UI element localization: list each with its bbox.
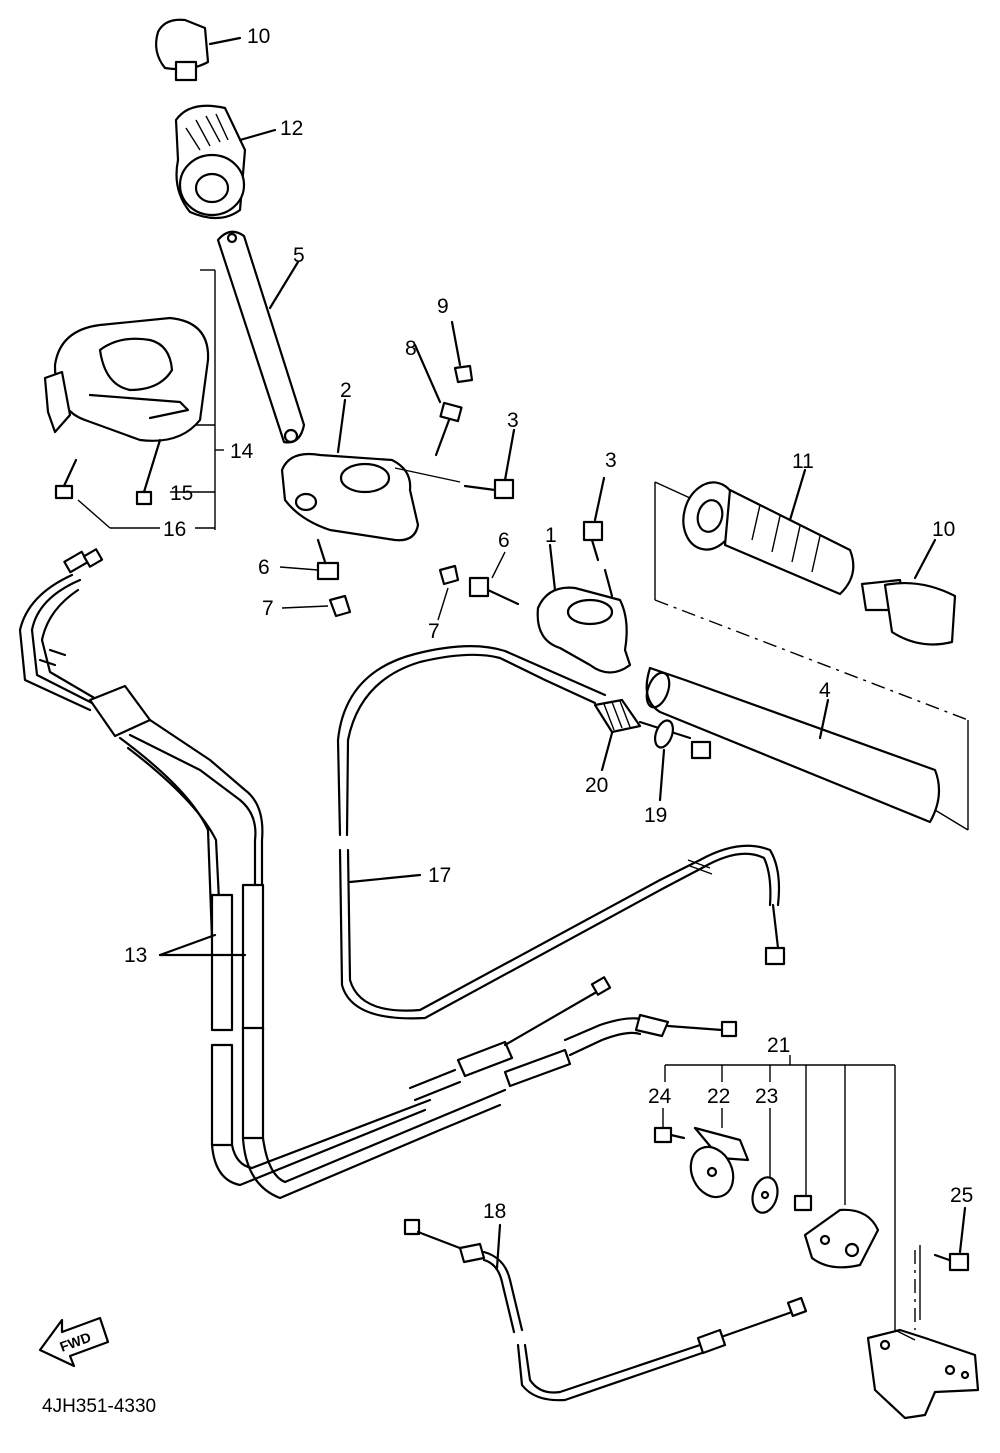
bracket-plate xyxy=(793,1194,880,1269)
cam-22 xyxy=(689,1108,750,1199)
label-part-22: 22 xyxy=(707,1085,730,1108)
label-part-13: 13 xyxy=(124,944,147,967)
screw-24 xyxy=(653,1108,686,1144)
label-part-3-right: 3 xyxy=(605,449,617,472)
bolt-3-left xyxy=(463,428,516,500)
label-part-8: 8 xyxy=(405,337,417,360)
label-part-21: 21 xyxy=(767,1034,790,1057)
label-part-6-right: 6 xyxy=(498,529,510,552)
grip-end-weight-right xyxy=(860,538,957,646)
label-part-25: 25 xyxy=(950,1184,973,1207)
screw-9 xyxy=(450,320,474,384)
label-part-24: 24 xyxy=(648,1085,672,1108)
cable-adjuster-20 xyxy=(593,698,692,772)
handlebar-holder-left xyxy=(280,398,461,542)
label-part-6-left: 6 xyxy=(258,556,270,579)
forward-direction-arrow: FWD xyxy=(38,1316,110,1368)
handlebar-holder-right xyxy=(536,543,632,674)
label-part-10-right: 10 xyxy=(932,518,955,541)
label-part-20: 20 xyxy=(585,774,608,797)
bolt-6-left xyxy=(279,538,340,581)
bolt-8 xyxy=(413,343,463,457)
bolt-6-right xyxy=(468,551,520,606)
label-part-18: 18 xyxy=(483,1200,506,1223)
label-part-1: 1 xyxy=(545,524,557,547)
nut-7-left xyxy=(281,594,352,618)
label-part-17: 17 xyxy=(428,864,451,887)
label-part-9: 9 xyxy=(437,295,449,318)
locknut-19 xyxy=(653,719,712,802)
label-part-3-left: 3 xyxy=(507,409,519,432)
label-part-11: 11 xyxy=(792,450,814,473)
grip-right xyxy=(682,468,855,596)
label-part-15: 15 xyxy=(170,482,193,505)
handlebar-switch-left xyxy=(43,269,224,530)
washer-23 xyxy=(751,1108,779,1214)
bracket-assembly-21 xyxy=(664,1055,896,1330)
screw-15 xyxy=(135,438,215,506)
label-part-10-top: 10 xyxy=(247,25,270,48)
bolt-25 xyxy=(933,1206,970,1272)
label-part-12: 12 xyxy=(280,117,303,140)
handlebar-left xyxy=(216,230,306,444)
label-part-7-right: 7 xyxy=(428,620,440,643)
clutch-cable-17 xyxy=(336,645,786,1020)
screw-16 xyxy=(54,458,215,529)
grip-end-weight-top xyxy=(155,18,242,82)
label-part-5: 5 xyxy=(293,244,305,267)
label-part-7-left: 7 xyxy=(262,597,274,620)
label-part-16: 16 xyxy=(163,518,186,541)
throttle-grip xyxy=(174,104,277,220)
handlebar-right xyxy=(645,666,941,824)
choke-cable-18 xyxy=(403,1218,808,1402)
label-part-2: 2 xyxy=(340,379,352,402)
diagram-code: 4JH351-4330 xyxy=(42,1396,156,1417)
mount-bracket xyxy=(866,1245,980,1420)
throttle-cable-13 xyxy=(18,548,738,1200)
bolt-3-right xyxy=(582,476,614,598)
label-part-14: 14 xyxy=(230,440,254,463)
alignment-frame-right xyxy=(654,481,969,831)
label-part-23: 23 xyxy=(755,1085,778,1108)
label-part-4: 4 xyxy=(819,679,831,702)
label-part-19: 19 xyxy=(644,804,667,827)
nut-7-right xyxy=(437,564,460,621)
